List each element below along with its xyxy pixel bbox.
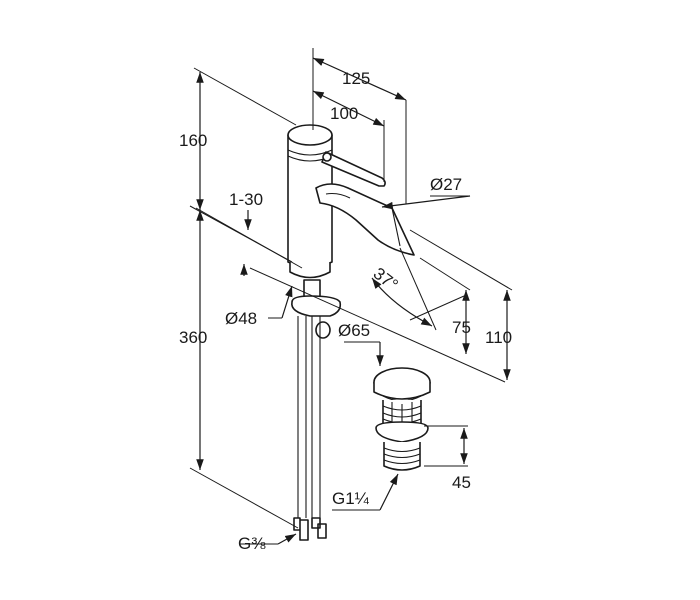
supply-hoses — [297, 316, 321, 518]
lever-handle — [321, 151, 386, 187]
faucet-assembly — [287, 124, 415, 541]
dim-125: 125 — [342, 69, 370, 88]
dim-diameter-48: Ø48 — [225, 309, 257, 328]
dim-angle-37: 37° — [370, 264, 402, 295]
hose-fitting — [293, 517, 309, 541]
dim-160: 160 — [179, 131, 207, 150]
dim-diameter-27: Ø27 — [430, 175, 462, 194]
faucet-top-cap — [287, 124, 333, 146]
pop-up-drain — [373, 367, 431, 471]
thread-g3-8: G⅜ — [238, 534, 266, 553]
dim-100: 100 — [330, 104, 358, 123]
dim-75: 75 — [452, 318, 471, 337]
dim-110: 110 — [485, 328, 512, 347]
dim-45: 45 — [452, 473, 471, 492]
thread-g1-quarter: G1¼ — [332, 489, 370, 508]
base-ring — [289, 262, 331, 279]
dim-1-30: 1-30 — [229, 190, 263, 209]
dim-360: 360 — [179, 328, 207, 347]
dimension-labels: 125 100 160 1-30 Ø27 Ø48 Ø65 37° 75 110 … — [179, 69, 512, 553]
dim-diameter-65: Ø65 — [338, 321, 370, 340]
spout — [315, 183, 415, 256]
dimension-lines — [189, 48, 513, 545]
